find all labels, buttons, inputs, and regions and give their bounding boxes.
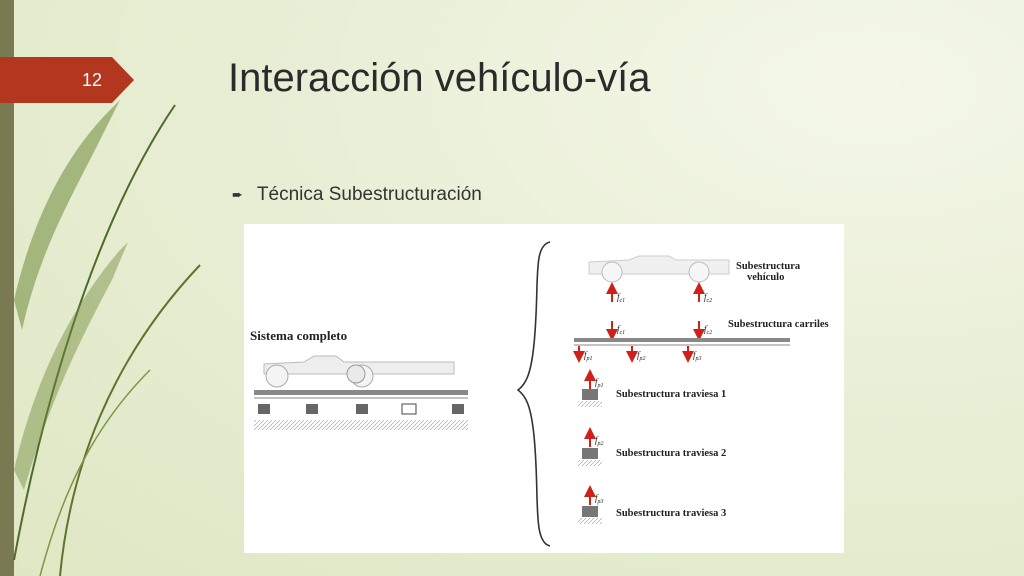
arrow-right-icon: ➨ [232, 187, 243, 202]
force-label-fp1-down: fp1 [584, 350, 593, 362]
vehicle-substructure [588, 255, 730, 283]
complete-system-rail [254, 390, 468, 395]
substructuring-diagram: Sistema completo Subestructura vehículo [244, 224, 844, 553]
force-label-fc2-up: fc2 [704, 292, 712, 304]
complete-system-vehicle [263, 355, 455, 388]
vehicle-substructure-label-1: Subestructura [736, 261, 801, 272]
bullet-text: Técnica Subestructuración [256, 184, 482, 205]
sleeper-3-block [582, 506, 598, 517]
slide-title: Interacción vehículo-vía [228, 56, 651, 100]
left-accent-bar [0, 0, 14, 576]
sleeper-2-label: Subestructura traviesa 2 [616, 448, 726, 459]
force-label-fc2-down: fc2 [704, 324, 712, 336]
complete-system-sleepers [258, 403, 464, 415]
slide-number: 12 [81, 69, 102, 90]
grouping-brace [516, 241, 551, 547]
force-label-fp3-up: fp3 [595, 493, 604, 505]
sleeper-3-label: Subestructura traviesa 3 [616, 508, 726, 519]
decorative-swooshes [13, 100, 201, 576]
complete-system-ground [254, 420, 468, 430]
slide-number-badge: 12 [0, 57, 134, 103]
sleeper-1-block [582, 389, 598, 400]
vehicle-substructure-label-2: vehículo [747, 272, 784, 283]
diagram-svg: Sistema completo Subestructura vehículo [250, 241, 829, 547]
force-label-fc1-down: fc1 [617, 324, 625, 336]
rail-substructure-label: Subestructura carriles [728, 319, 829, 330]
force-label-fp2-down: fp2 [637, 350, 646, 362]
complete-system-label: Sistema completo [250, 328, 347, 343]
bullet-item: ➨ Técnica Subestructuración [232, 184, 482, 206]
force-label-fp1-up: fp1 [595, 377, 604, 389]
rail-beam [574, 338, 790, 342]
force-label-fp2-up: fp2 [595, 435, 604, 447]
force-label-fp3-down: fp3 [693, 350, 702, 362]
sleeper-2-block [582, 448, 598, 459]
sleeper-1-label: Subestructura traviesa 1 [616, 389, 726, 400]
force-label-fc1-up: fc1 [617, 292, 625, 304]
